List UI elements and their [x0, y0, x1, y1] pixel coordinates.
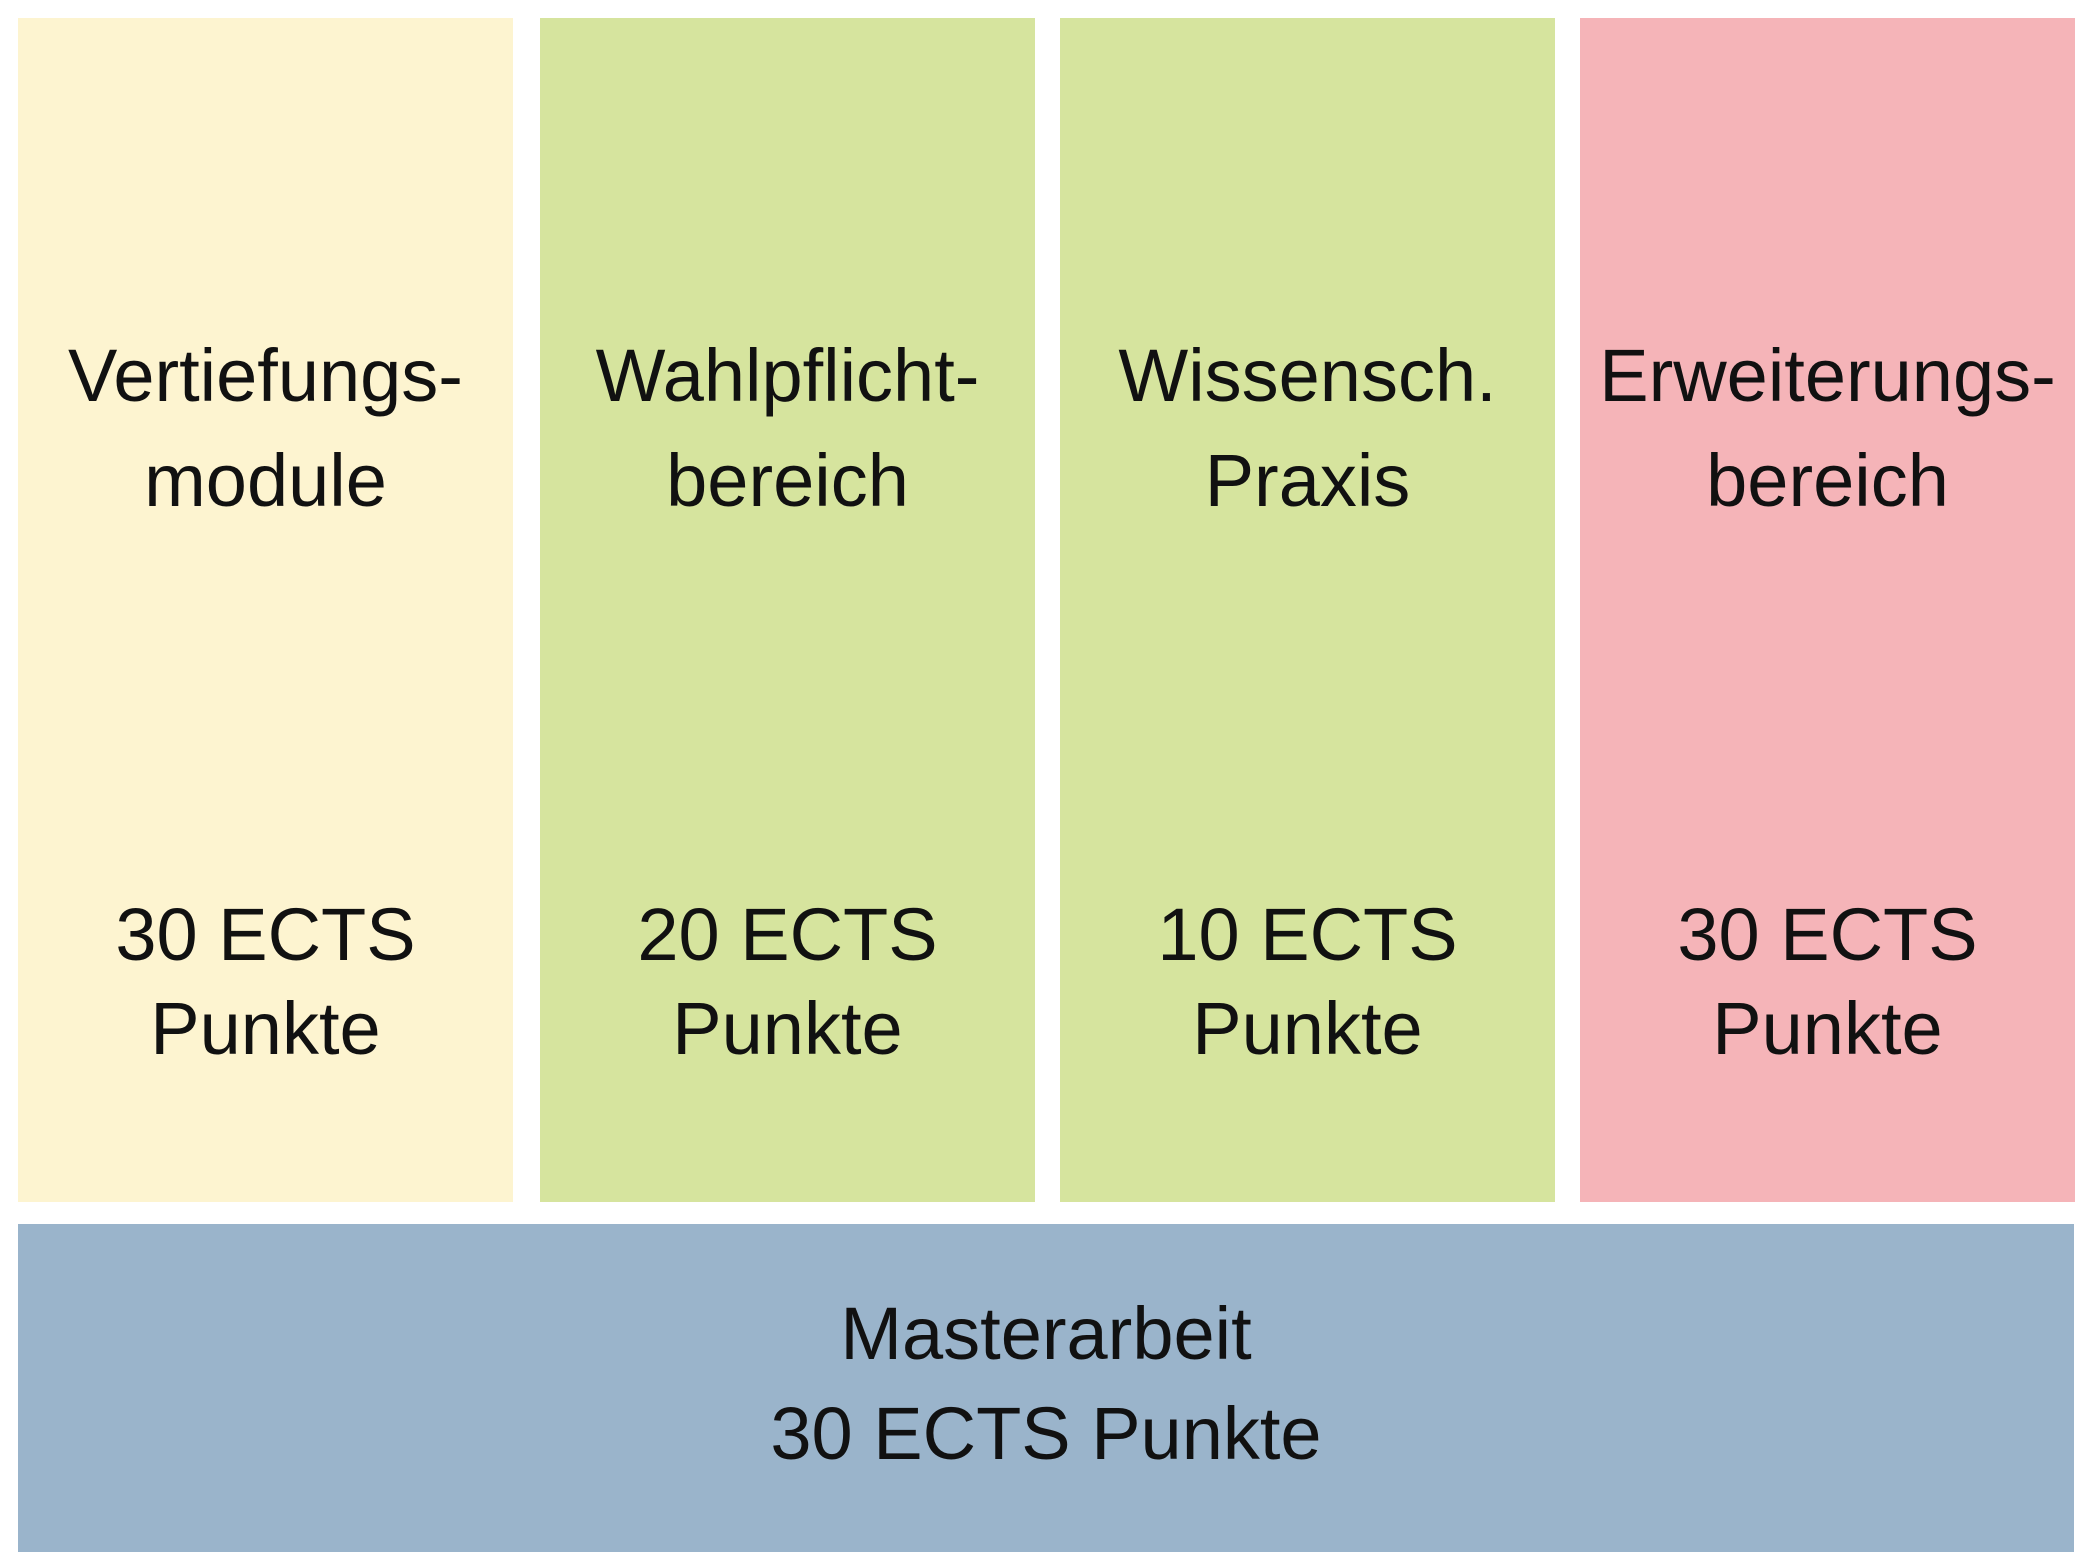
- column-points-line: Punkte: [1712, 987, 1943, 1070]
- masterarbeit-box: Masterarbeit 30 ECTS Punkte: [18, 1224, 2074, 1552]
- column-label-line: Vertiefungs-: [68, 334, 463, 417]
- column-vertiefungsmodule: Vertiefungs- module 30 ECTS Punkte: [18, 18, 513, 1202]
- column-label-line: Praxis: [1204, 439, 1411, 522]
- column-points: 10 ECTS Punkte: [1060, 888, 1555, 1076]
- column-points-line: Punkte: [672, 987, 903, 1070]
- masterarbeit-label: Masterarbeit: [840, 1292, 1252, 1375]
- column-points: 30 ECTS Punkte: [18, 888, 513, 1076]
- column-points-line: 30 ECTS: [1677, 893, 1978, 976]
- column-points-line: Punkte: [150, 987, 381, 1070]
- column-label-line: Erweiterungs-: [1599, 334, 2056, 417]
- column-wahlpflichtbereich: Wahlpflicht- bereich 20 ECTS Punkte: [540, 18, 1035, 1202]
- column-points-line: 20 ECTS: [637, 893, 938, 976]
- column-label: Wahlpflicht- bereich: [540, 323, 1035, 533]
- column-label: Vertiefungs- module: [18, 323, 513, 533]
- column-label-line: bereich: [1706, 439, 1949, 522]
- column-label: Wissensch. Praxis: [1060, 323, 1555, 533]
- column-erweiterungsbereich: Erweiterungs- bereich 30 ECTS Punkte: [1580, 18, 2075, 1202]
- masterarbeit-text: Masterarbeit 30 ECTS Punkte: [18, 1284, 2074, 1484]
- column-points-line: Punkte: [1192, 987, 1423, 1070]
- column-label-line: Wahlpflicht-: [595, 334, 980, 417]
- column-label-line: module: [144, 439, 387, 522]
- column-wissenschaftliche-praxis: Wissensch. Praxis 10 ECTS Punkte: [1060, 18, 1555, 1202]
- column-points-line: 30 ECTS: [115, 893, 416, 976]
- column-label-line: bereich: [666, 439, 909, 522]
- column-label: Erweiterungs- bereich: [1580, 323, 2075, 533]
- column-points: 20 ECTS Punkte: [540, 888, 1035, 1076]
- column-label-line: Wissensch.: [1118, 334, 1497, 417]
- masterarbeit-points: 30 ECTS Punkte: [770, 1392, 1322, 1475]
- column-points-line: 10 ECTS: [1157, 893, 1458, 976]
- column-points: 30 ECTS Punkte: [1580, 888, 2075, 1076]
